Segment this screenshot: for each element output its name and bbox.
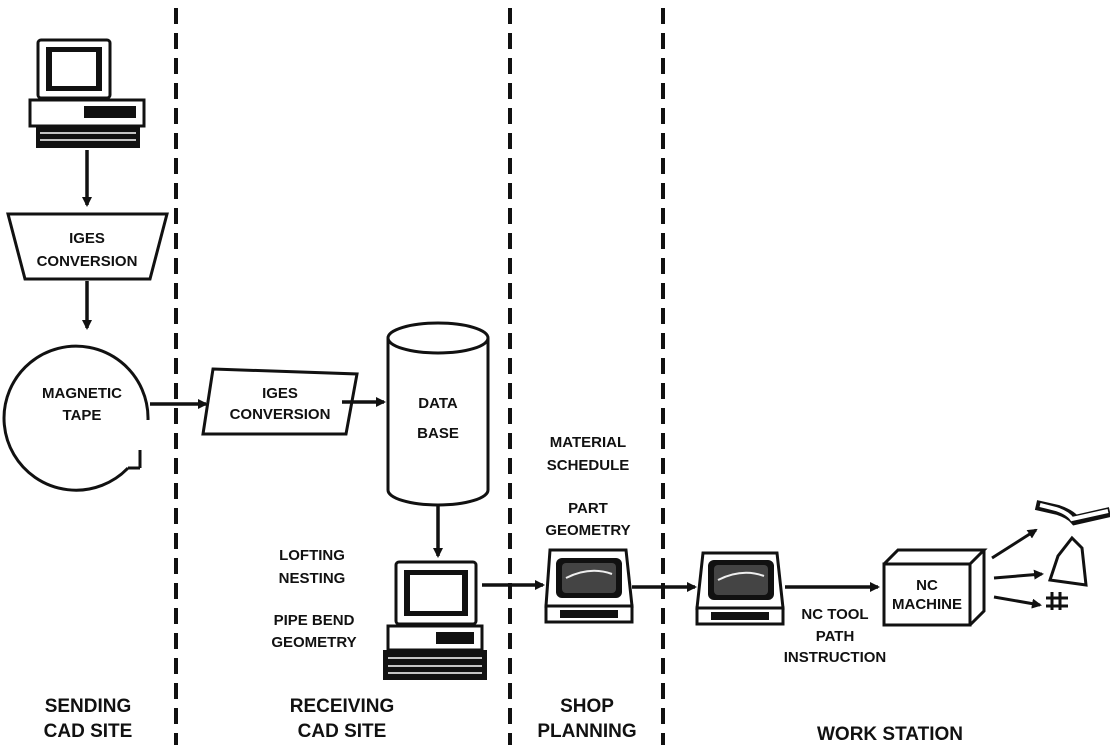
sending-computer-icon <box>28 38 146 148</box>
work-terminal-icon <box>695 551 785 626</box>
bracket-part-icon <box>1046 592 1068 610</box>
arrow-nc-to-bracket <box>993 595 1042 609</box>
magnetic-tape-node: MAGNETIC TAPE <box>2 344 150 492</box>
nc-machine-box: NC MACHINE <box>882 548 988 627</box>
column-dividers <box>174 8 665 745</box>
database-cylinder: DATA BASE <box>386 321 490 507</box>
column-shop-line1: SHOP <box>560 696 614 717</box>
column-sending-line2: CAD SITE <box>44 721 133 742</box>
plate-part-icon <box>1048 535 1088 587</box>
label-part-1: PART <box>568 500 608 517</box>
iges-1-line1: IGES <box>69 230 105 247</box>
arrow-nc-to-plate <box>993 569 1044 580</box>
column-receiving-line2: CAD SITE <box>298 721 387 742</box>
label-nc-tool-2: PATH <box>816 628 855 645</box>
database-line1: DATA <box>418 395 458 412</box>
label-pipe-bend-2: GEOMETRY <box>271 634 356 651</box>
label-material-2: SCHEDULE <box>547 457 630 474</box>
nc-machine-line1: NC <box>916 577 938 594</box>
iges-conversion-2-box: IGES CONVERSION <box>201 367 359 436</box>
label-lofting: LOFTING <box>279 547 345 564</box>
nc-machine-line2: MACHINE <box>892 596 962 613</box>
bent-pipe-icon <box>1034 500 1110 526</box>
iges-conversion-1-box: IGES CONVERSION <box>6 212 169 281</box>
column-shop-line2: PLANNING <box>537 721 636 742</box>
label-part-2: GEOMETRY <box>545 522 630 539</box>
arrow-nc-to-pipe <box>991 528 1038 560</box>
database-line2: BASE <box>417 425 459 442</box>
iges-1-line2: CONVERSION <box>37 253 138 270</box>
iges-2-line2: CONVERSION <box>230 406 331 423</box>
receiving-computer-icon <box>383 560 487 680</box>
column-work-station: WORK STATION <box>817 724 963 745</box>
column-sending-line1: SENDING <box>45 696 132 717</box>
label-nc-tool-3: INSTRUCTION <box>784 649 887 666</box>
tape-line1: MAGNETIC <box>42 385 122 402</box>
label-nc-tool-1: NC TOOL <box>801 606 868 623</box>
iges-2-line1: IGES <box>262 385 298 402</box>
shop-terminal-icon <box>544 548 634 624</box>
column-receiving-line1: RECEIVING <box>290 696 395 717</box>
label-pipe-bend-1: PIPE BEND <box>274 612 355 629</box>
label-nesting: NESTING <box>279 570 346 587</box>
tape-line2: TAPE <box>63 407 102 424</box>
label-material-1: MATERIAL <box>550 434 626 451</box>
